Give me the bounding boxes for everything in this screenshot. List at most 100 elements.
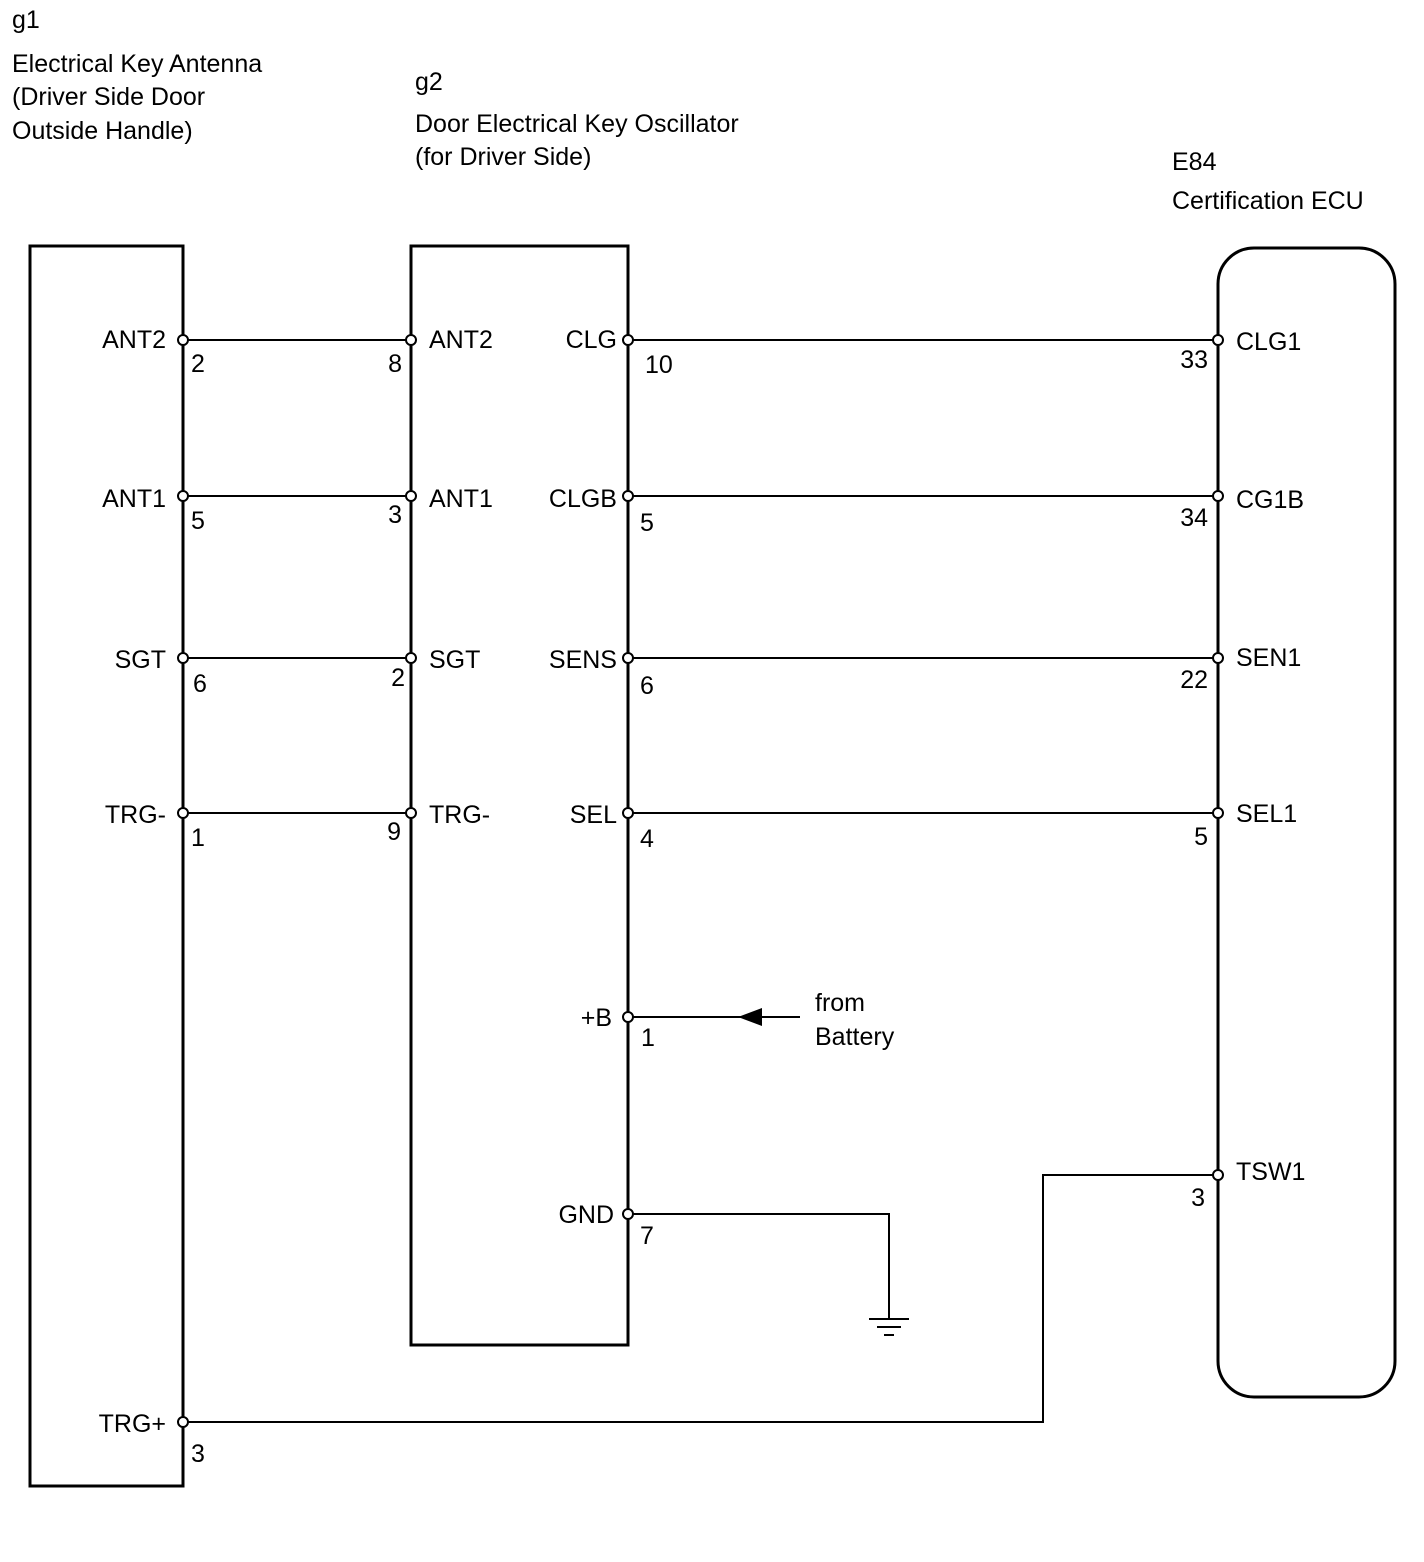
g2-pin-ant1: ANT1 3 [388,485,493,529]
g2-pin-ant2: ANT2 8 [388,326,493,378]
wires [183,339,1218,1423]
pin-number: 34 [1180,504,1208,532]
pin-number: 5 [640,509,654,537]
pin-label: SEN1 [1236,644,1301,672]
pin-number: 4 [640,825,654,853]
pin-label: ANT1 [102,485,166,513]
pin-terminal-icon [1212,334,1224,346]
pin-terminal-icon [405,334,417,346]
pin-number: 33 [1180,346,1208,374]
pin-number: 3 [191,1440,205,1468]
g1-name-line-1: Electrical Key Antenna [12,50,262,78]
g2-pin-clgb: CLGB 5 [549,485,654,537]
pin-terminal-icon [622,807,634,819]
pin-terminal-icon [405,490,417,502]
pin-number: 1 [641,1024,655,1052]
g1-pins: ANT2 2 ANT1 5 SGT 6 TRG- 1 TRG+ 3 [99,326,207,1468]
pin-number: 10 [645,351,673,379]
e84-pin-clg1: CLG1 33 [1180,328,1301,374]
pin-terminal-icon [177,490,189,502]
e84-pin-tsw1: TSW1 3 [1191,1158,1305,1212]
g2-pin-gnd: GND 7 [558,1201,653,1250]
pin-label: ANT2 [102,326,166,354]
pin-number: 22 [1180,666,1208,694]
e84-code: E84 [1172,148,1217,176]
e84-pin-sen1: SEN1 22 [1180,644,1301,694]
pin-number: 6 [193,670,207,698]
pin-number: 9 [387,818,401,846]
pin-label: TSW1 [1236,1158,1305,1186]
e84-pin-sel1: SEL1 5 [1194,800,1297,851]
pin-terminal-icon [622,1011,634,1023]
g2-box [409,244,630,1347]
pin-terminal-icon [177,652,189,664]
g1-name-line-3: Outside Handle) [12,117,193,145]
pin-terminal-icon [1212,807,1224,819]
pin-terminal-icon [177,1416,189,1428]
g2-left-pins: ANT2 8 ANT1 3 SGT 2 TRG- 9 [387,326,493,846]
pin-terminal-icon [177,807,189,819]
g2-header: g2 Door Electrical Key Oscillator (for D… [415,68,739,171]
g1-code: g1 [12,6,40,34]
pin-label: +B [581,1004,612,1032]
pin-terminal-icon [1212,1169,1224,1181]
pin-terminal-icon [405,807,417,819]
wire-trg-plus-tsw1 [183,1174,1218,1423]
g2-pin-sens: SENS 6 [549,646,654,700]
e84-pins: CLG1 33 CG1B 34 SEN1 22 SEL1 5 TSW1 3 [1180,328,1305,1212]
e84-box [1216,246,1397,1399]
pin-terminal-icon [622,652,634,664]
e84-header: E84 Certification ECU [1172,148,1364,215]
pin-label: CLG [566,326,617,354]
g2-name-line-2: (for Driver Side) [415,143,591,171]
pin-number: 3 [388,501,402,529]
pin-terminal-icon [405,652,417,664]
pin-label: SEL1 [1236,800,1297,828]
pin-label: ANT1 [429,485,493,513]
g2-pin-sel: SEL 4 [570,801,654,853]
g1-pin-sgt: SGT 6 [115,646,207,698]
pin-terminal-icon [622,334,634,346]
pin-label: CLGB [549,485,617,513]
g2-pin-sgt: SGT 2 [391,646,480,692]
pin-number: 2 [191,350,205,378]
pin-number: 7 [640,1222,654,1250]
pin-label: SEL [570,801,617,829]
wire-ground [628,1213,890,1318]
g2-pin-plus-b: +B 1 [581,1004,655,1052]
pin-number: 3 [1191,1184,1205,1212]
e84-name-line-1: Certification ECU [1172,187,1364,215]
pin-label: SENS [549,646,617,674]
g2-code: g2 [415,68,443,96]
pin-terminal-icon [622,490,634,502]
pin-label: SGT [115,646,166,674]
pin-label: TRG- [105,801,166,829]
ground-icon [869,1318,909,1336]
pin-label: CLG1 [1236,328,1301,356]
g1-pin-trg-minus: TRG- 1 [105,801,205,852]
pin-terminal-icon [1212,490,1224,502]
pin-label: CG1B [1236,486,1304,514]
battery-arrow-icon [738,1008,762,1026]
e84-pin-cg1b: CG1B 34 [1180,486,1304,532]
pin-number: 2 [391,664,405,692]
pin-terminal-icon [622,1208,634,1220]
pin-number: 8 [388,350,402,378]
pin-terminal-icon [177,334,189,346]
pin-terminal-icon [1212,652,1224,664]
pin-label: TRG- [429,801,490,829]
battery-label-line-1: from [815,989,865,1017]
g2-name-line-1: Door Electrical Key Oscillator [415,110,739,138]
g1-pin-ant2: ANT2 2 [102,326,205,378]
g1-pin-trg-plus: TRG+ 3 [99,1410,205,1468]
g1-name-line-2: (Driver Side Door [12,83,205,111]
pin-number: 5 [1194,823,1208,851]
g2-right-pins: CLG 10 CLGB 5 SENS 6 SEL 4 +B 1 GND 7 [549,326,673,1250]
pin-label: ANT2 [429,326,493,354]
g2-pin-clg: CLG 10 [566,326,673,379]
g1-header: g1 Electrical Key Antenna (Driver Side D… [12,6,262,145]
pin-label: SGT [429,646,480,674]
g2-pin-trg-minus: TRG- 9 [387,801,490,846]
g1-box [28,244,185,1488]
pin-number: 6 [640,672,654,700]
